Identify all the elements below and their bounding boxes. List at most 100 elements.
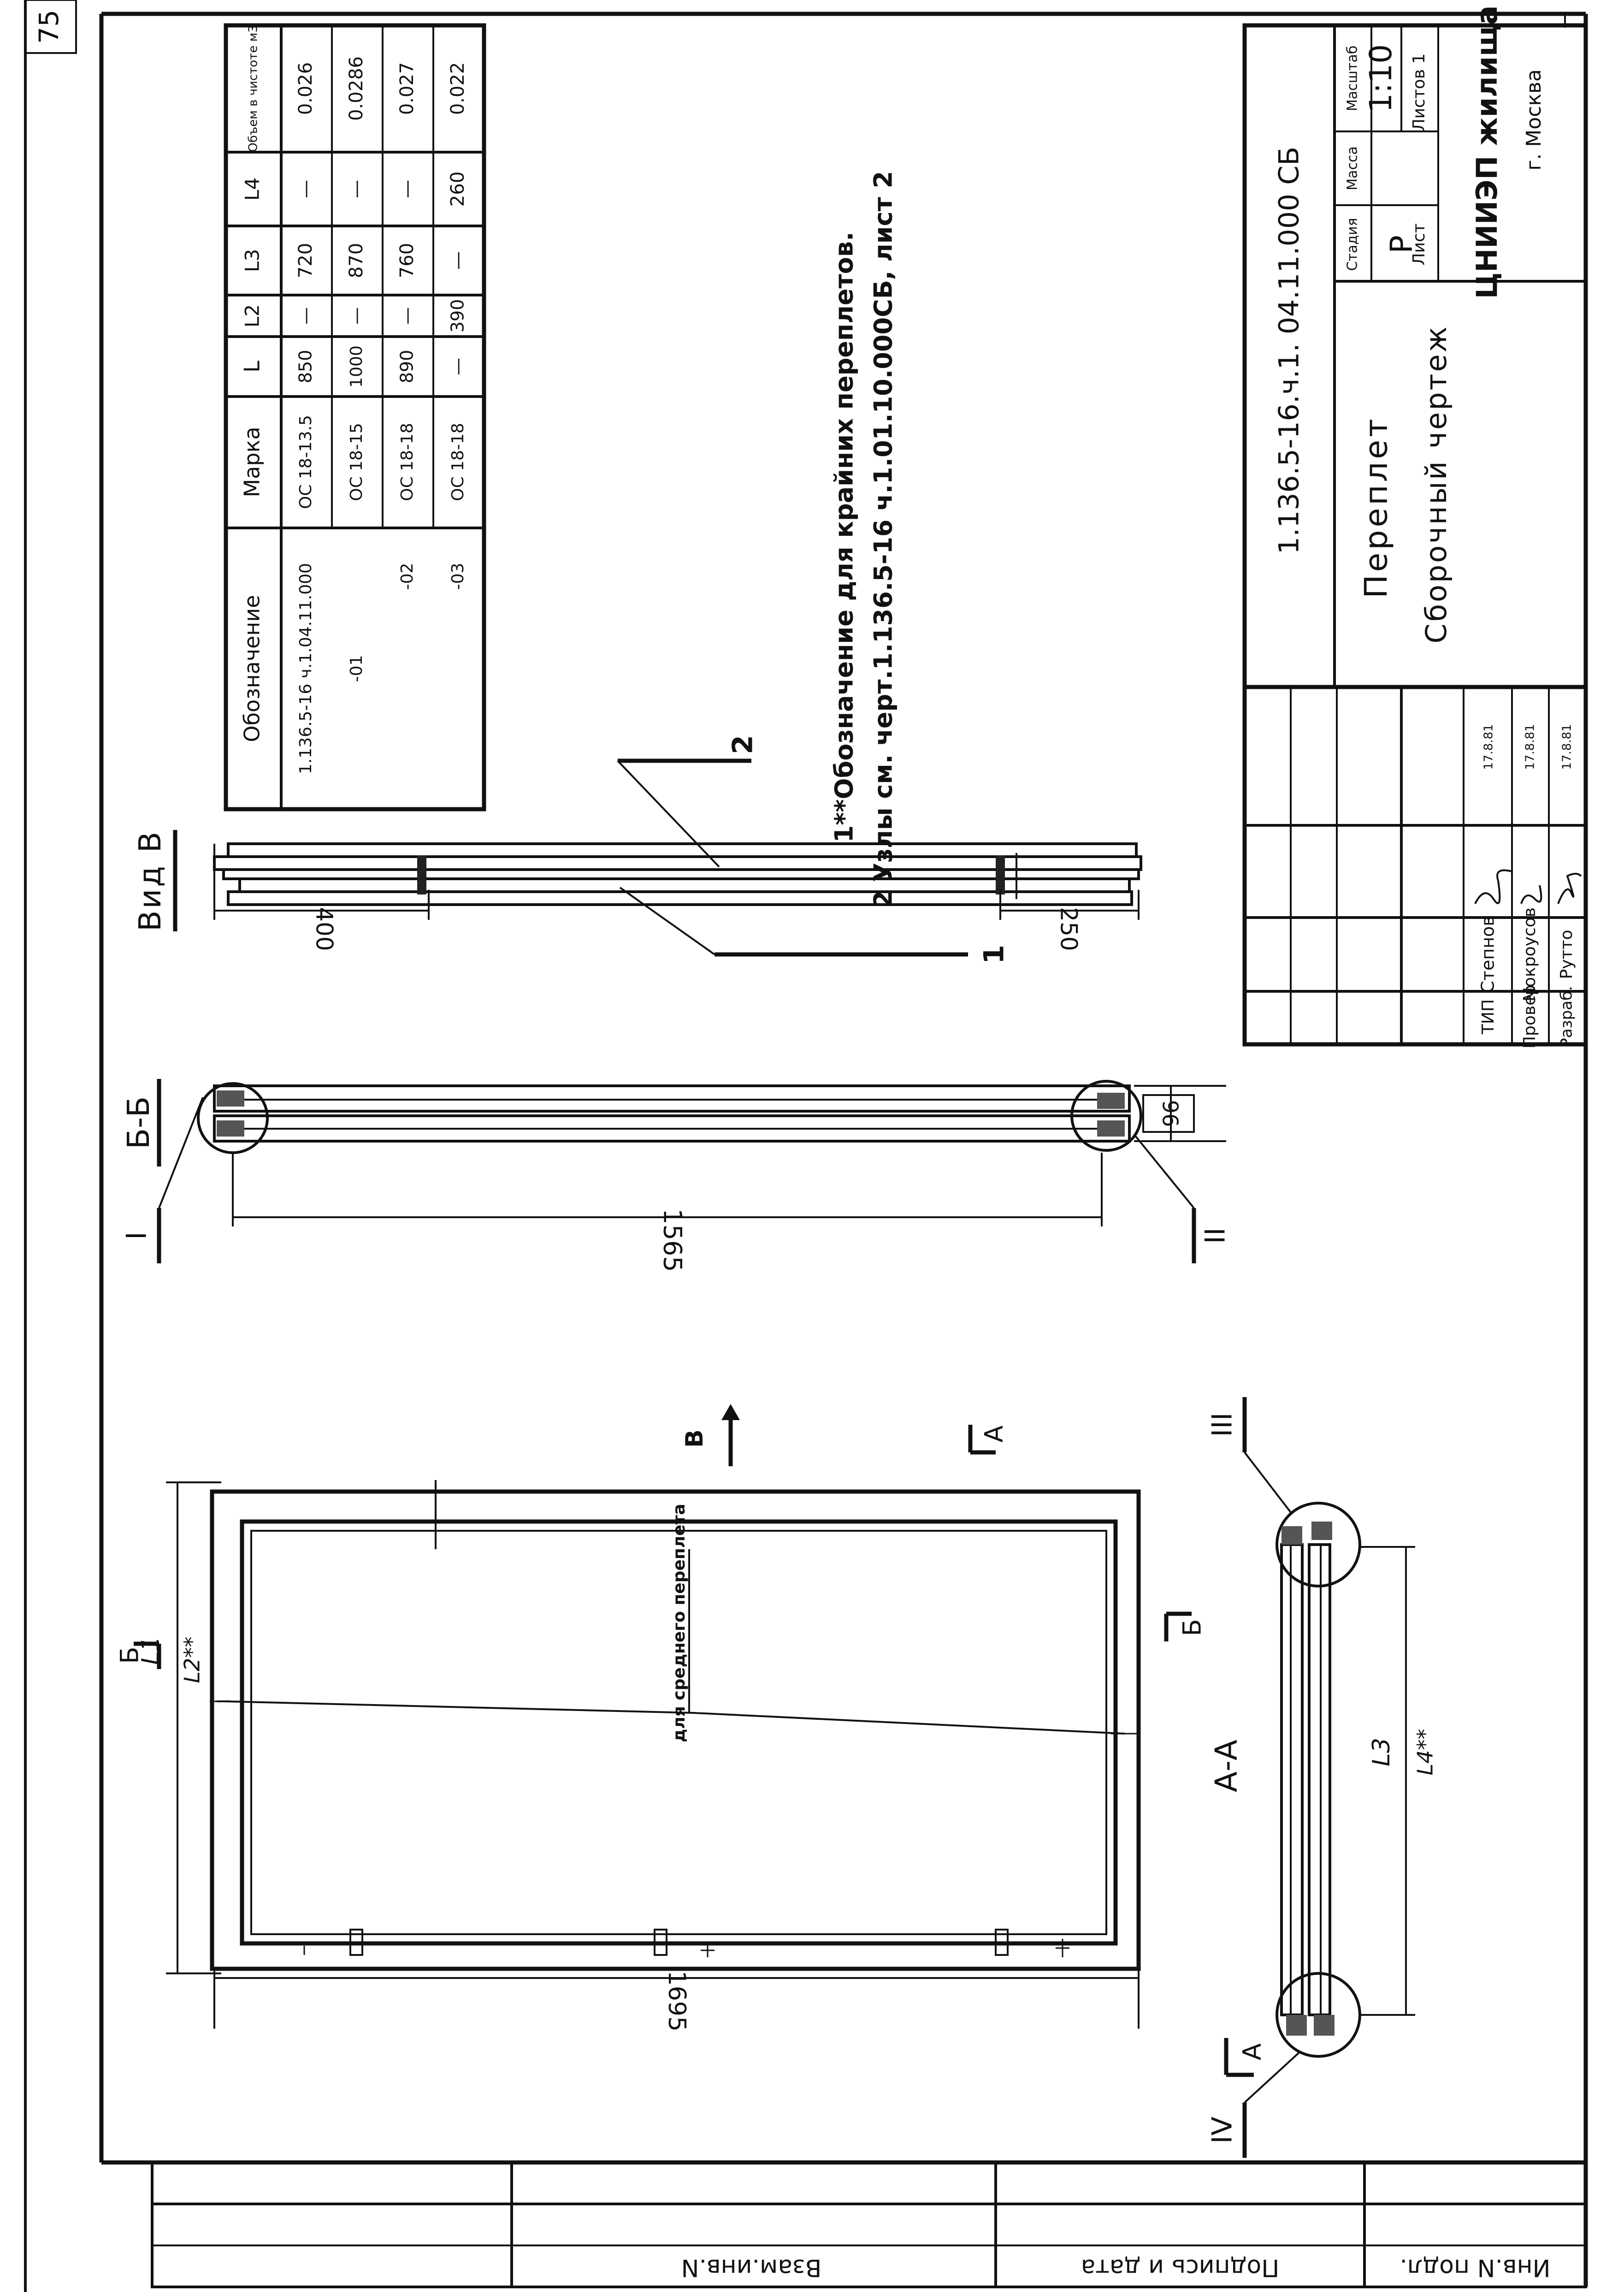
- spec-cell: —: [397, 307, 417, 325]
- cut-label-a: А: [980, 1425, 1009, 1442]
- section-marker-b-bottom: Б: [1164, 1611, 1207, 1641]
- spec-cell: -03: [449, 563, 467, 590]
- callout-1: 1: [978, 945, 1010, 964]
- dim-1695: 1695: [663, 1971, 691, 2031]
- side-stamp-label-sign: Подпись и дата: [1081, 2254, 1280, 2281]
- sheet-label: Лист: [1410, 223, 1429, 265]
- side-stamp-label-inv: Инв.N подл.: [1400, 2254, 1550, 2281]
- section-bb-title: Б-Б: [121, 1096, 156, 1149]
- view-v-title: Вид В: [132, 830, 168, 931]
- spec-table: Обозначение Марка L L2 L3 L4 Объем в чис…: [224, 23, 486, 811]
- elevation-view: для среднего переплета 1695 L1 L2** Б Б …: [115, 1404, 1267, 2077]
- dim-400: 400: [311, 907, 338, 951]
- spec-header-mark: Марка: [240, 426, 265, 497]
- spec-cell: 1.136.5-16 ч.1.04.11.000: [296, 563, 315, 774]
- title-block: 1.136.5-16.ч.1. 04.11.000 СБ Переплет Сб…: [1242, 6, 1588, 1048]
- node-label-2: II: [1199, 1227, 1232, 1244]
- node-label-3: III: [1206, 1412, 1239, 1437]
- page-number-box: 75: [24, 0, 77, 54]
- section-marker-b-top: Б: [115, 1641, 161, 1669]
- dim-L4: L4**: [1413, 1729, 1438, 1776]
- spec-cell: 0.026: [295, 62, 316, 115]
- name-checked: Мокроусов: [1520, 907, 1539, 1001]
- title-subtitle: Сборочный чертеж: [1419, 325, 1453, 643]
- title-code: 1.136.5-16.ч.1. 04.11.000 СБ: [1273, 147, 1305, 554]
- section-marker-a-top: А: [968, 1425, 1009, 1455]
- org-city: г. Москва: [1522, 69, 1546, 171]
- role-developed: Разраб.: [1558, 986, 1576, 1048]
- signature: [1557, 873, 1582, 904]
- signature: [1474, 869, 1512, 904]
- spec-cell: ОС 18-13.5: [296, 415, 315, 509]
- notes: 1**Обозначение для крайних переплетов. 2…: [830, 171, 898, 908]
- spec-cell: ОС 18-15: [347, 423, 366, 501]
- sheet-frame: [24, 0, 1588, 2292]
- spec-cell: —: [295, 307, 316, 325]
- signature: [1520, 885, 1542, 904]
- cut-label-a: А: [1238, 2043, 1267, 2060]
- note-line-2: 2 Узлы см. черт.1.136.5-16 ч.1.01.10.000…: [869, 171, 898, 908]
- spec-cell: —: [396, 180, 418, 198]
- dim-250: 250: [1056, 907, 1082, 951]
- spec-header-volume: Объем в чистоте м3: [247, 25, 260, 152]
- middle-frame-label: для среднего переплета: [670, 1504, 689, 1742]
- spec-cell: 720: [295, 243, 316, 278]
- view-arrow-label: В: [681, 1429, 709, 1448]
- dim-96: 96: [1158, 1100, 1183, 1127]
- name-developed: Рутто: [1557, 930, 1576, 979]
- view-v: Вид В 400 250 1 2: [132, 735, 1142, 964]
- date-checked: 17.8.81: [1524, 724, 1537, 770]
- section-aa: А-А L3 L4** III IV: [1206, 1397, 1438, 2158]
- spec-header-l: L: [240, 361, 265, 373]
- name-type: Степнов: [1478, 916, 1498, 993]
- spec-cell: -02: [398, 563, 417, 590]
- cut-label-b: Б: [1178, 1619, 1207, 1636]
- node-label-4: IV: [1206, 2117, 1239, 2144]
- cut-label-b: Б: [115, 1646, 144, 1664]
- sheets-label: Листов 1: [1410, 53, 1429, 131]
- role-type: ТИП: [1479, 999, 1498, 1035]
- spec-cell: 0.022: [447, 62, 468, 115]
- dim-L3: L3: [1368, 1738, 1395, 1766]
- side-stamp: Инв.N подл. Подпись и дата Взам.инв.N: [151, 2161, 1587, 2288]
- view-arrow-b: В: [681, 1404, 740, 1466]
- spec-header-l2: L2: [241, 304, 264, 327]
- stage-header: Стадия: [1345, 218, 1361, 271]
- page-number: 75: [33, 10, 65, 44]
- scale-value: 1:10: [1363, 44, 1399, 113]
- org-name: ЦНИИЭП жилища: [1470, 6, 1504, 299]
- dim-L2: L2**: [180, 1637, 205, 1683]
- section-marker-a-left: А: [1224, 2038, 1267, 2077]
- spec-cell: —: [346, 307, 366, 325]
- spec-cell: 0.0286: [346, 56, 367, 121]
- mass-header: Масса: [1345, 146, 1361, 190]
- stage-value: Р: [1384, 235, 1419, 254]
- spec-cell: 760: [396, 243, 418, 278]
- date-type: 17.8.81: [1482, 724, 1496, 770]
- spec-cell: —: [346, 180, 367, 198]
- role-checked: Провер: [1520, 985, 1539, 1048]
- scale-header: Масштаб: [1345, 46, 1361, 112]
- spec-cell: 390: [448, 299, 468, 333]
- spec-cell: 890: [397, 350, 417, 384]
- date-developed: 17.8.81: [1560, 724, 1574, 770]
- spec-header-l3: L3: [241, 249, 264, 272]
- spec-cell: 1000: [347, 345, 366, 388]
- section-bb: Б-Б 1565 96 I II: [121, 1079, 1232, 1272]
- spec-cell: —: [448, 358, 468, 375]
- spec-cell: ОС 18-18: [449, 423, 467, 501]
- spec-header-l4: L4: [241, 178, 264, 201]
- dim-1565: 1565: [658, 1208, 687, 1272]
- node-label-1: I: [121, 1232, 153, 1240]
- note-line-1: 1**Обозначение для крайних переплетов.: [830, 232, 859, 843]
- side-stamp-label-replace: Взам.инв.N: [681, 2254, 822, 2281]
- spec-cell: 0.027: [396, 62, 418, 115]
- callout-2: 2: [727, 735, 759, 754]
- title-name: Переплет: [1358, 416, 1395, 598]
- spec-header-designation: Обозначение: [240, 595, 265, 742]
- spec-cell: —: [447, 251, 468, 270]
- spec-cell: 850: [295, 350, 316, 384]
- spec-cell: -01: [347, 655, 366, 682]
- spec-cell: —: [295, 180, 316, 198]
